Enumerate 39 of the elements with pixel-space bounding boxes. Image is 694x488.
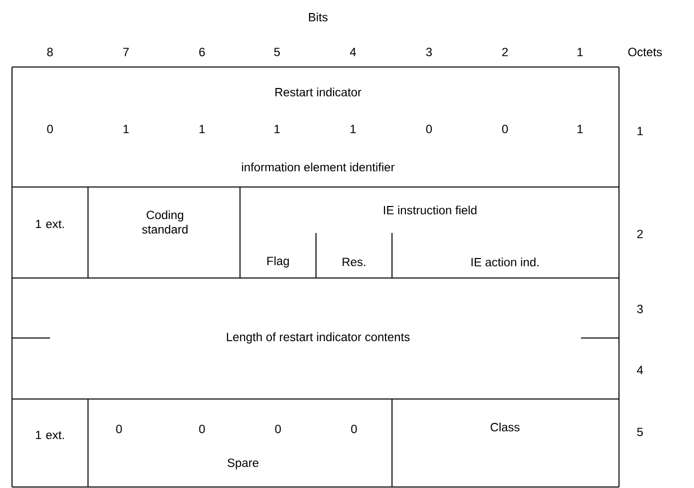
field-label: IE instruction field	[384, 206, 476, 214]
field-label: Flag	[267, 256, 289, 268]
field-label: information element identifier	[242, 162, 395, 172]
octet-number: 1	[638, 126, 643, 136]
bit-value: 0	[502, 124, 508, 134]
bit-value: 1	[124, 124, 129, 134]
bit-value: 0	[426, 124, 432, 134]
bit-number: 4	[350, 48, 356, 56]
bit-number: 5	[274, 48, 280, 56]
octet-number: 4	[636, 366, 643, 374]
bit-value: 1	[274, 124, 280, 134]
bit-value: 0	[275, 424, 281, 434]
field-label: IE action ind.	[472, 258, 538, 266]
bit-value: 0	[116, 424, 122, 434]
heading: Octets	[628, 48, 662, 56]
octet-number: 2	[637, 230, 643, 238]
octet-number: 3	[637, 304, 643, 314]
field-label: Spare	[228, 458, 258, 470]
bit-value: 1	[200, 124, 205, 134]
bit-number: 7	[123, 48, 129, 56]
bit-value: 1	[350, 124, 356, 134]
bit-number: 3	[426, 48, 432, 56]
bit-value: 0	[199, 424, 205, 434]
field-label: Res.	[342, 258, 366, 266]
bit-number: 6	[199, 48, 205, 56]
bit-number: 1	[578, 48, 583, 56]
bit-number: 2	[502, 48, 508, 56]
field-label: Class	[490, 422, 520, 432]
heading: Bits	[309, 12, 328, 22]
bit-value: 0	[47, 124, 53, 134]
field-label: Length of restart indicator contents	[226, 332, 410, 344]
field-label: Coding standard	[142, 210, 188, 234]
field-label: Restart indicator	[275, 88, 362, 96]
bit-number: 8	[47, 48, 53, 56]
bit-value: 0	[351, 424, 357, 434]
field-label: 1 ext.	[36, 220, 64, 228]
bit-value: 1	[578, 124, 583, 134]
field-label: 1 ext.	[36, 430, 64, 440]
octet-number: 5	[637, 428, 643, 436]
